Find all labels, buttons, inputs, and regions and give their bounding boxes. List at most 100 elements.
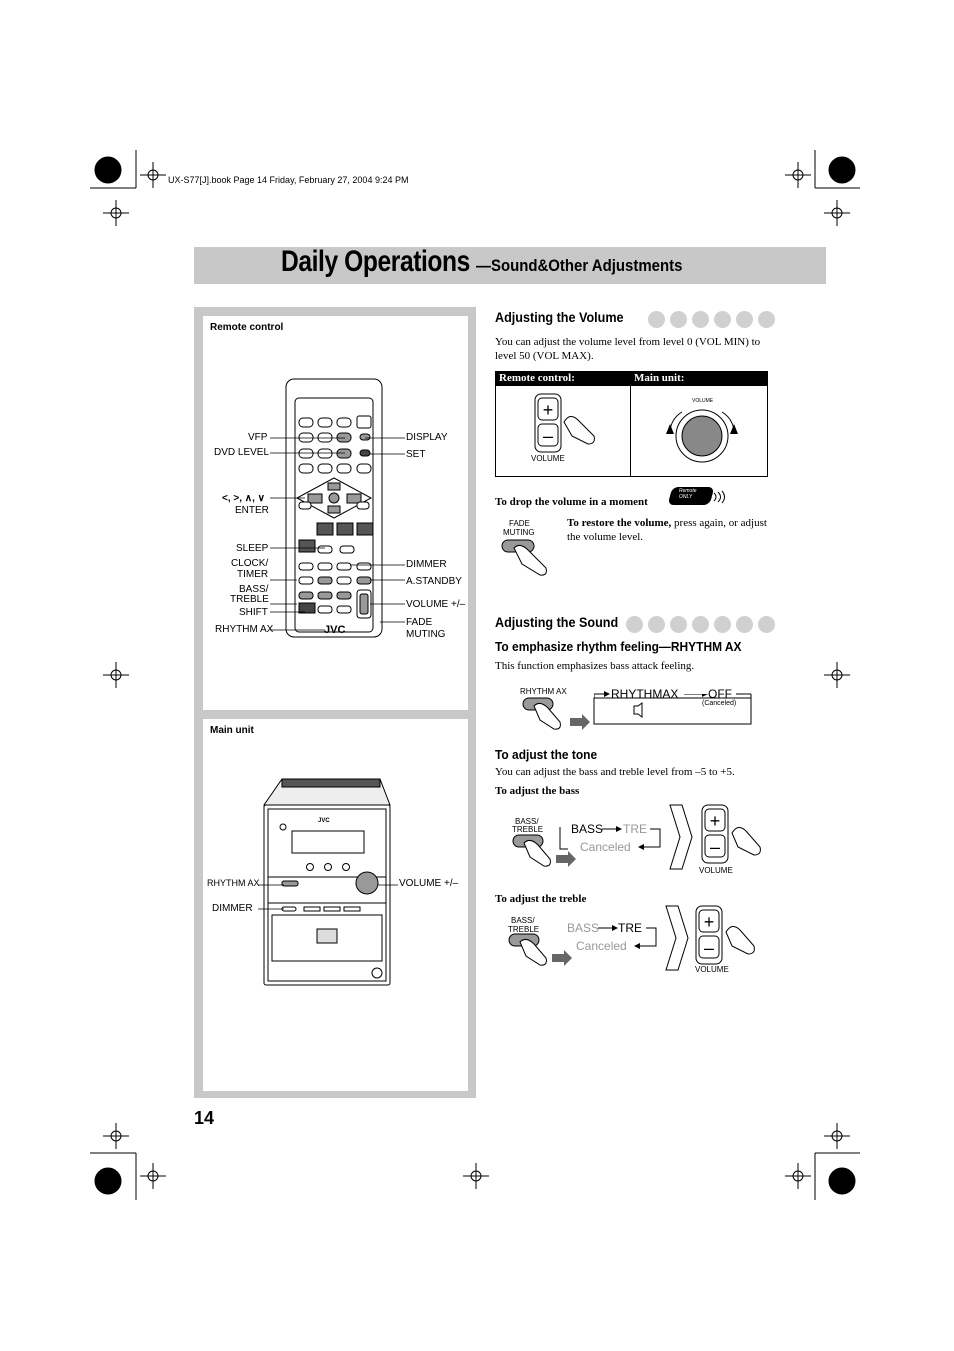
heading-dot <box>736 311 753 328</box>
treble-canceled-text: Canceled <box>576 939 627 953</box>
label-rhythm-ax: RHYTHM AX <box>215 624 274 635</box>
tre-word-inactive: TRE <box>623 822 647 836</box>
main-label-rhythm-ax: RHYTHM AX <box>207 878 260 888</box>
remote-illustration <box>285 378 383 638</box>
label-treble: TREBLE <box>230 594 269 605</box>
rhythm-ax-off-text: OFF <box>708 687 732 701</box>
label-dimmer: DIMMER <box>406 559 447 570</box>
label-volume: VOLUME +/– <box>406 599 466 610</box>
label-astandby: A.STANDBY <box>406 576 462 587</box>
treble-flow-diagram: + – <box>508 905 755 971</box>
label-dvd-level: DVD LEVEL <box>214 447 270 458</box>
main-label-volume: VOLUME +/– <box>399 878 459 889</box>
svg-text:+: + <box>543 400 554 420</box>
remote-heading: Remote control <box>210 322 284 333</box>
volume-rocker-icon: + – <box>534 393 595 453</box>
treble-volume-label: VOLUME <box>695 965 729 974</box>
heading-dot <box>670 311 687 328</box>
bass-flow-diagram: + – <box>512 804 761 870</box>
heading-dot <box>692 616 709 633</box>
rhythm-ax-flow-diagram <box>522 694 752 730</box>
bass-word-inactive: BASS <box>567 921 600 935</box>
svg-text:–: – <box>543 426 553 446</box>
bass-treble-label-1: BASS/ <box>515 817 539 826</box>
title-bar <box>194 247 826 284</box>
label-timer: TIMER <box>237 569 269 580</box>
restore-volume-bold: To restore the volume, <box>567 517 672 529</box>
rhythm-ax-body: This function emphasizes bass attack fee… <box>495 660 695 672</box>
label-display: DISPLAY <box>406 432 448 443</box>
heading-dot <box>648 311 665 328</box>
rhythm-ax-on-text: RHYTHMAX <box>611 687 679 701</box>
tre-word-active: TRE <box>618 921 642 935</box>
main-unit-illustration <box>263 778 391 986</box>
heading-dot <box>758 311 775 328</box>
tone-heading: To adjust the tone <box>495 747 598 762</box>
svg-text:–: – <box>710 837 720 857</box>
file-header: UX-S77[J].book Page 14 Friday, February … <box>168 175 409 185</box>
remote-brand-logo: JVC <box>324 624 346 636</box>
heading-dot <box>670 616 687 633</box>
label-fade: FADE <box>406 617 433 628</box>
rhythm-ax-heading: To emphasize rhythm feeling—RHYTHM AX <box>495 639 742 654</box>
heading-dot <box>714 616 731 633</box>
tone-body: You can adjust the bass and treble level… <box>495 766 735 778</box>
volume-table-header <box>495 371 767 386</box>
label-cursor: <, >, ∧, ∨ <box>222 493 265 504</box>
label-bass: BASS/ <box>239 584 269 595</box>
volume-section-heading: Adjusting the Volume <box>495 309 624 325</box>
volume-rocker-label: VOLUME <box>531 454 565 463</box>
heading-dot <box>626 616 643 633</box>
rhythm-ax-arrows <box>594 691 752 700</box>
volume-knob-icon <box>666 409 738 463</box>
signal-waves-icon <box>713 490 725 504</box>
bass-canceled-text: Canceled <box>580 840 631 854</box>
page-number: 14 <box>194 1108 215 1128</box>
muting-label: MUTING <box>503 528 535 537</box>
svg-text:+: + <box>704 912 715 932</box>
restore-volume-text: To restore the volume, press again, or a… <box>567 516 767 544</box>
label-clock: CLOCK/ <box>231 558 269 569</box>
main-label-dimmer: DIMMER <box>212 903 253 914</box>
label-set: SET <box>406 449 426 460</box>
bass-volume-label: VOLUME <box>699 866 733 875</box>
label-enter: ENTER <box>235 505 269 516</box>
fade-muting-button-icon <box>501 539 547 576</box>
bass-heading: To adjust the bass <box>495 785 580 797</box>
label-shift: SHIFT <box>239 607 268 618</box>
heading-dot <box>758 616 775 633</box>
rhythm-ax-canceled-text: (Canceled) <box>702 700 737 707</box>
volume-table-col-main: Main unit: <box>634 372 685 384</box>
heading-dot <box>692 311 709 328</box>
volume-body: You can adjust the volume level from lev… <box>495 336 761 362</box>
label-muting: MUTING <box>406 629 446 640</box>
restore-volume-rest: press again, or adjust the volume level. <box>567 517 767 543</box>
treble-bass-treble-label-2: TREBLE <box>508 925 540 934</box>
label-sleep: SLEEP <box>236 543 269 554</box>
bass-word-active: BASS <box>571 822 604 836</box>
main-unit-brand-logo: JVC <box>318 818 330 824</box>
volume-table-col-remote: Remote control: <box>499 372 575 384</box>
svg-text:+: + <box>710 811 721 831</box>
treble-bass-treble-label-1: BASS/ <box>511 916 535 925</box>
rhythm-ax-button-label: RHYTHM AX <box>520 687 567 696</box>
main-unit-heading: Main unit <box>210 725 254 736</box>
heading-dot <box>714 311 731 328</box>
page-subtitle: —Sound&Other Adjustments <box>476 256 683 275</box>
label-vfp: VFP <box>248 432 268 443</box>
volume-table-divider <box>630 371 631 476</box>
drop-volume-heading: To drop the volume in a moment <box>495 496 648 508</box>
remote-only-badge-text: Remote ONLY <box>679 488 697 500</box>
bass-treble-label-2: TREBLE <box>512 825 544 834</box>
main-unit-callout-lines <box>258 884 398 910</box>
treble-heading: To adjust the treble <box>495 893 587 905</box>
svg-text:–: – <box>704 938 714 958</box>
sound-section-heading: Adjusting the Sound <box>495 614 619 630</box>
heading-dot <box>648 616 665 633</box>
heading-dot <box>736 616 753 633</box>
fade-label: FADE <box>509 519 530 528</box>
volume-knob-label: VOLUME <box>692 398 714 404</box>
remote-callout-lines <box>270 437 405 631</box>
page-title: Daily Operations <box>281 245 470 278</box>
